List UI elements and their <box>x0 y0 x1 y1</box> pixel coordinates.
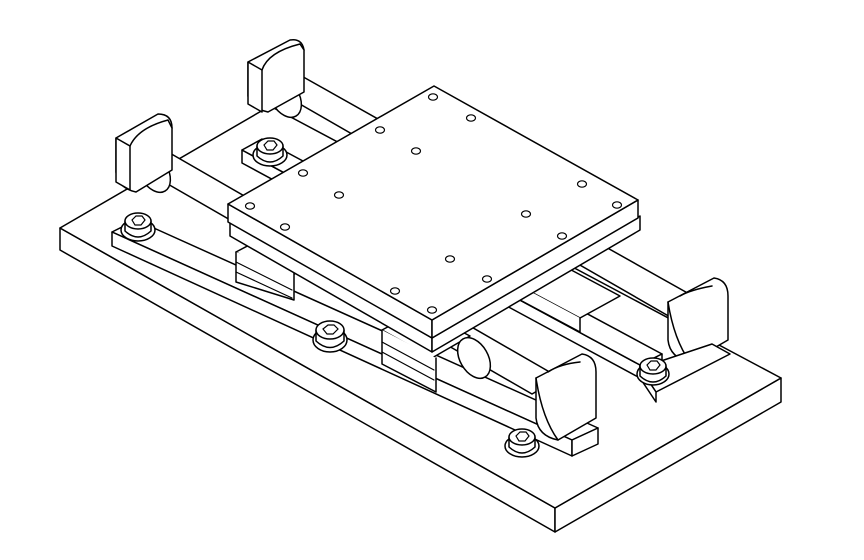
front-guide-rail-near-visible <box>456 336 492 380</box>
socket-cap-screw-front-right <box>504 428 540 458</box>
front-rail-near-end-block <box>535 353 597 441</box>
mounting-hole <box>444 255 456 263</box>
socket-cap-screw-back-right <box>636 357 670 386</box>
mounting-hole <box>427 93 439 101</box>
mounting-hole <box>410 147 422 155</box>
carriage-plate-top-face <box>227 85 639 321</box>
mounting-hole <box>374 126 386 134</box>
back-rail-near-end-block <box>667 277 729 363</box>
socket-cap-screw-front-middle <box>312 320 348 353</box>
mounting-hole <box>576 180 588 188</box>
mounting-hole-pattern <box>244 93 623 314</box>
mounting-hole <box>279 223 291 231</box>
mounting-hole <box>465 114 477 122</box>
back-rail-far-end-block <box>247 38 305 113</box>
mounting-hole <box>520 210 532 218</box>
socket-cap-screw-back-left <box>252 137 288 167</box>
mounting-hole <box>556 232 568 240</box>
carriage-table <box>227 85 641 353</box>
mounting-hole <box>297 169 309 177</box>
mounting-hole <box>244 202 256 210</box>
front-rail-support-end <box>571 427 599 457</box>
mounting-hole <box>481 275 493 283</box>
mounting-hole <box>333 191 345 199</box>
mounting-hole <box>426 306 438 314</box>
mounting-hole <box>611 201 623 209</box>
mounting-hole <box>389 287 401 295</box>
socket-cap-screw-front-left <box>120 212 156 242</box>
front-rail-far-end-block <box>115 113 173 193</box>
